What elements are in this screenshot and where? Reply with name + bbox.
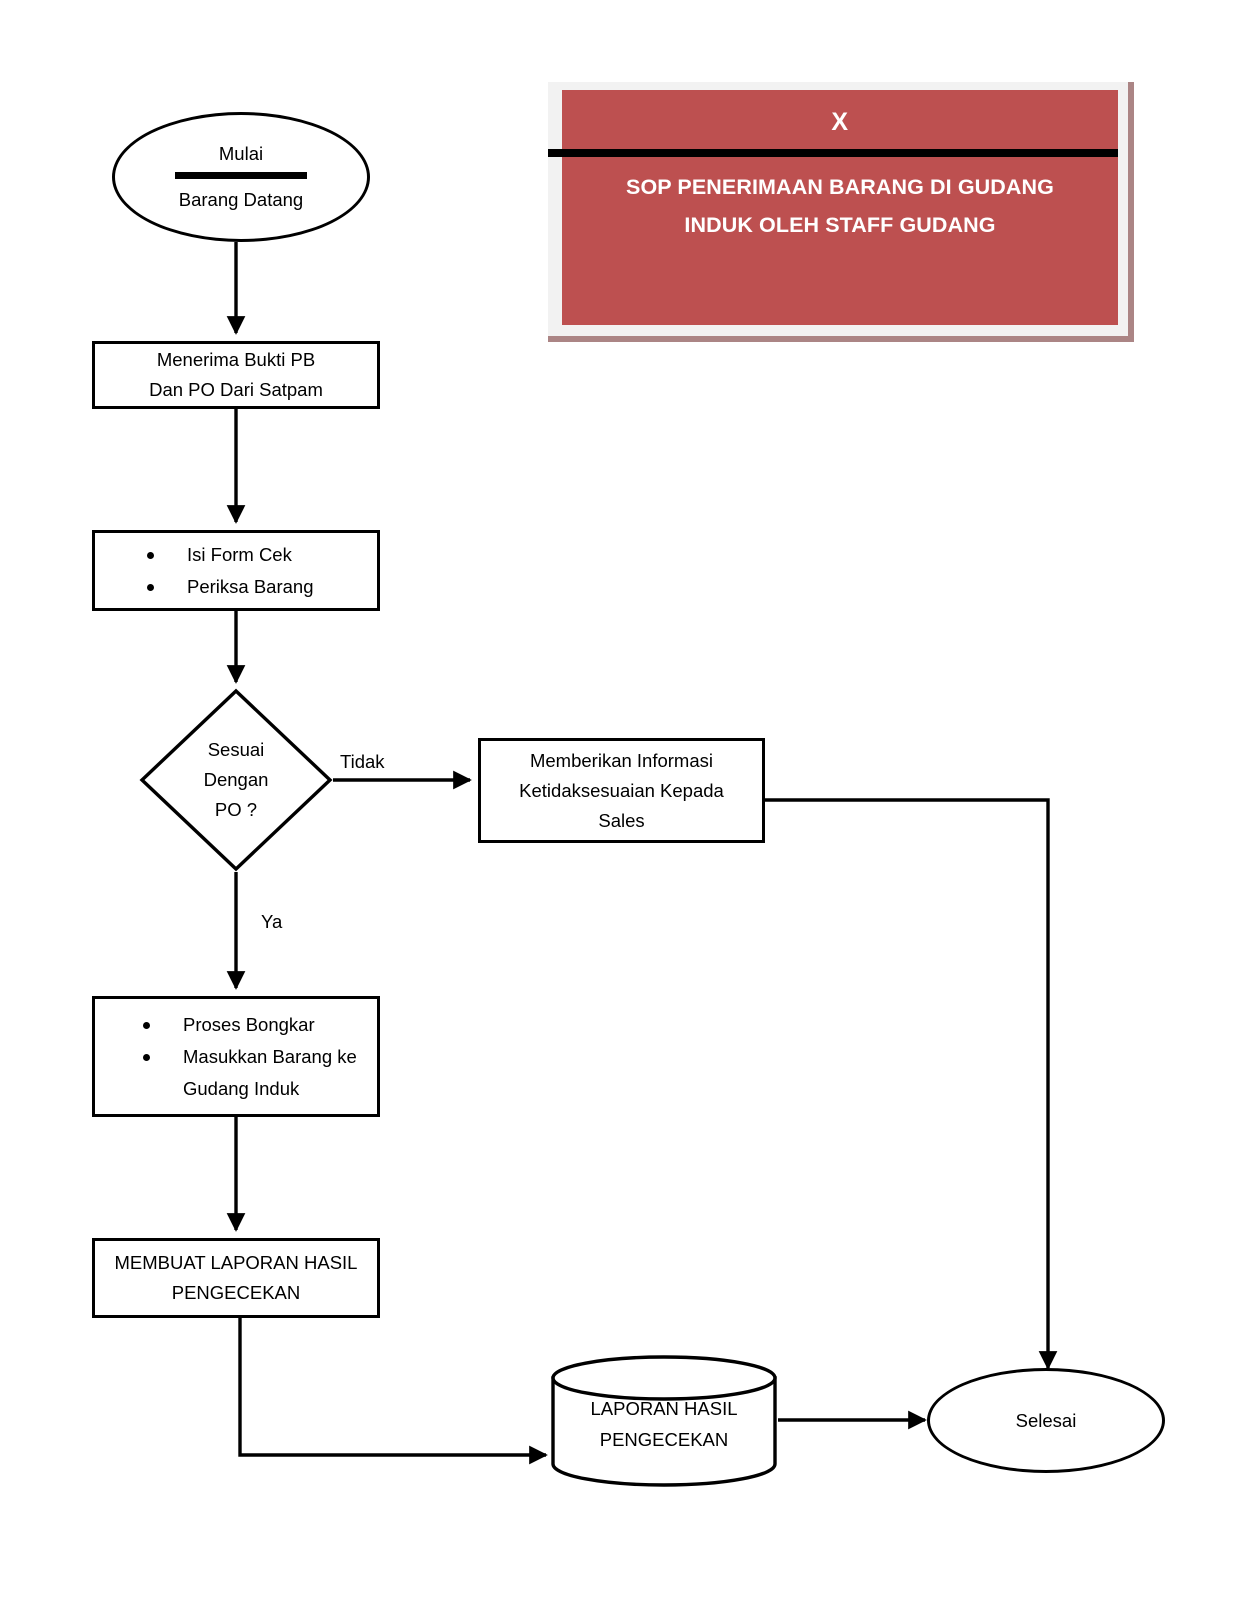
make-report-line-1: MEMBUAT LAPORAN HASIL (114, 1252, 358, 1273)
unload-bullet-list: Proses Bongkar Masukkan Barang ke Gudang… (95, 1009, 377, 1105)
node-decision-matches-po: Sesuai Dengan PO ? (139, 688, 333, 872)
title-text: SOP PENERIMAAN BARANG DI GUDANG INDUK OL… (562, 168, 1118, 244)
datastore-line-2: PENGECEKAN (599, 1428, 729, 1450)
inform-sales-line-3: Sales (598, 809, 645, 831)
edge-label-ya: Ya (261, 911, 283, 932)
receive-line-2: Dan PO Dari Satpam (149, 379, 323, 400)
title-code: X (831, 108, 849, 136)
diamond-shape (139, 688, 333, 872)
node-start: Mulai Barang Datang (112, 112, 370, 242)
datastore-line-1: LAPORAN HASIL (590, 1397, 738, 1419)
start-divider-rule (175, 172, 307, 179)
node-inform-sales: Memberikan Informasi Ketidaksesuaian Kep… (478, 738, 765, 843)
title-divider-rule (548, 149, 1118, 157)
list-item: Proses Bongkar (143, 1009, 377, 1041)
check-form-bullet-list: Isi Form Cek Periksa Barang (95, 539, 377, 603)
list-item: Isi Form Cek (147, 539, 377, 571)
receive-text: Menerima Bukti PB Dan PO Dari Satpam (95, 345, 377, 405)
start-label-bottom: Barang Datang (178, 189, 304, 210)
make-report-text: MEMBUAT LAPORAN HASIL PENGECEKAN (95, 1248, 377, 1308)
decision-line-2: Dengan (203, 769, 269, 790)
receive-line-1: Menerima Bukti PB (156, 349, 316, 370)
list-item: Periksa Barang (147, 571, 377, 603)
make-report-line-2: PENGECEKAN (171, 1282, 301, 1303)
title-line-2: INDUK OLEH STAFF GUDANG (684, 213, 996, 237)
start-oval-content: Mulai Barang Datang (115, 139, 367, 215)
node-unload-goods: Proses Bongkar Masukkan Barang ke Gudang… (92, 996, 380, 1117)
decision-line-3: PO ? (214, 799, 258, 820)
inform-sales-text: Memberikan Informasi Ketidaksesuaian Kep… (481, 746, 762, 836)
edge-informsales-to-end (765, 798, 1058, 1370)
decision-line-1: Sesuai (207, 739, 265, 760)
inform-sales-line-2: Ketidaksesuaian Kepada (519, 779, 724, 801)
node-check-form: Isi Form Cek Periksa Barang (92, 530, 380, 611)
title-banner: X SOP PENERIMAAN BARANG DI GUDANG INDUK … (548, 90, 1118, 325)
edge-label-tidak: Tidak (340, 751, 385, 772)
inform-sales-line-1: Memberikan Informasi (529, 749, 713, 771)
edge-makereport-to-database (238, 1318, 548, 1465)
datastore-text: LAPORAN HASIL PENGECEKAN (550, 1393, 778, 1455)
cylinder-shape (551, 1355, 777, 1487)
start-label-top: Mulai (218, 143, 264, 164)
title-line-1: SOP PENERIMAAN BARANG DI GUDANG (626, 175, 1054, 199)
decision-text: Sesuai Dengan PO ? (139, 735, 333, 825)
list-item: Masukkan Barang ke Gudang Induk (143, 1041, 377, 1105)
node-end: Selesai (927, 1368, 1165, 1473)
node-report-datastore: LAPORAN HASIL PENGECEKAN (550, 1355, 778, 1487)
end-label: Selesai (1015, 1409, 1077, 1431)
node-receive-documents: Menerima Bukti PB Dan PO Dari Satpam (92, 341, 380, 409)
node-make-report: MEMBUAT LAPORAN HASIL PENGECEKAN (92, 1238, 380, 1318)
